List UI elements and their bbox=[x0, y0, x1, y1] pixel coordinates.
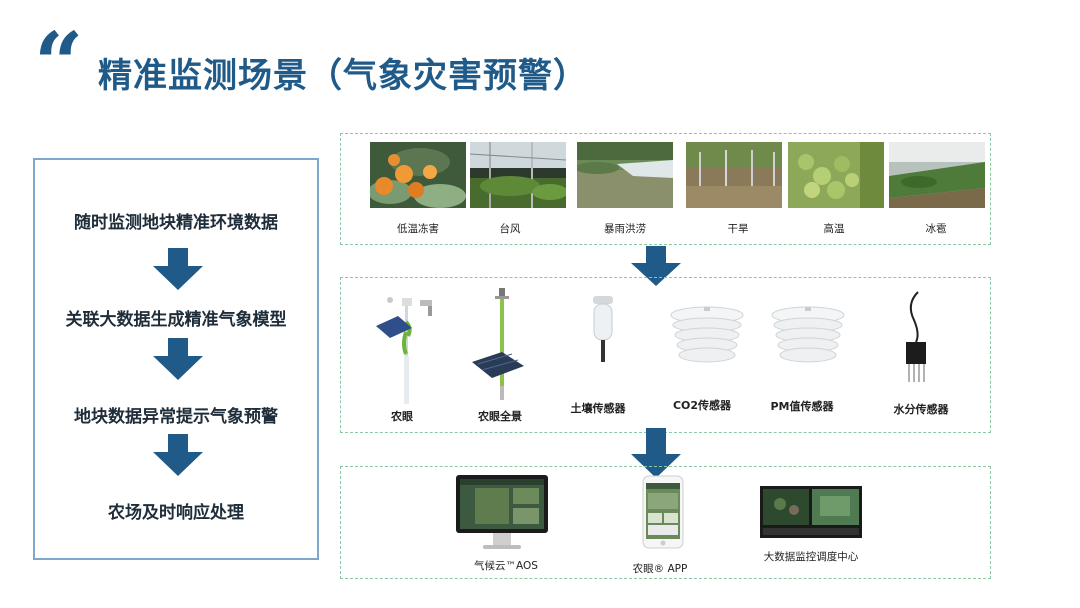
device-label: PM值传感器 bbox=[770, 400, 834, 413]
page-title: 精准监测场景（气象灾害预警） bbox=[98, 56, 588, 96]
high-temperature-photo bbox=[788, 142, 884, 208]
disaster-label: 低温冻害 bbox=[397, 223, 439, 235]
flow-step-1: 随时监测地块精准环境数据 bbox=[74, 213, 278, 233]
crop-eye-device-icon bbox=[376, 297, 432, 404]
device-label: 农眼 bbox=[391, 410, 413, 423]
flow-step-3: 地块数据异常提示气象预警 bbox=[74, 407, 278, 427]
moisture-sensor-icon bbox=[906, 291, 926, 382]
frost-damage-photo bbox=[370, 142, 466, 208]
down-arrow-icon bbox=[153, 434, 203, 476]
device-label: 农眼全景 bbox=[478, 410, 522, 423]
platform-label: 气候云™AOS bbox=[474, 560, 538, 572]
crop-eye-panorama-device-icon bbox=[472, 288, 524, 400]
disaster-label: 暴雨洪涝 bbox=[604, 223, 646, 235]
disaster-label: 台风 bbox=[499, 223, 521, 235]
flow-step-4: 农场及时响应处理 bbox=[108, 503, 244, 523]
co2-sensor-icon bbox=[670, 306, 744, 363]
device-label: CO2传感器 bbox=[672, 399, 732, 412]
monitoring-center-screen-icon bbox=[760, 486, 862, 538]
device-label: 土壤传感器 bbox=[570, 402, 626, 415]
rainstorm-flood-photo bbox=[577, 142, 673, 208]
pm-sensor-icon bbox=[771, 306, 845, 363]
down-arrow-icon bbox=[153, 338, 203, 380]
platform-label: 大数据监控调度中心 bbox=[763, 551, 859, 563]
down-arrow-icon bbox=[153, 248, 203, 290]
device-label: 水分传感器 bbox=[893, 403, 949, 416]
platform-label: 农眼® APP bbox=[632, 563, 688, 575]
disaster-label: 干旱 bbox=[727, 223, 749, 235]
quote-mark-icon: “ bbox=[34, 14, 84, 115]
down-arrow-icon bbox=[631, 428, 681, 478]
disaster-label: 冰雹 bbox=[925, 223, 947, 235]
drought-photo bbox=[686, 142, 782, 208]
phone-icon bbox=[642, 475, 684, 549]
monitor-icon bbox=[456, 475, 548, 549]
soil-sensor-icon bbox=[593, 296, 613, 362]
typhoon-photo bbox=[470, 142, 566, 208]
flow-step-2: 关联大数据生成精准气象模型 bbox=[65, 310, 287, 330]
disaster-label: 高温 bbox=[823, 223, 845, 235]
platform-panel bbox=[340, 466, 991, 579]
disaster-panel bbox=[340, 133, 991, 245]
flow-box: 随时监测地块精准环境数据 关联大数据生成精准气象模型 地块数据异常提示气象预警 … bbox=[33, 158, 319, 560]
hail-photo bbox=[889, 142, 985, 208]
down-arrow-icon bbox=[631, 246, 681, 286]
